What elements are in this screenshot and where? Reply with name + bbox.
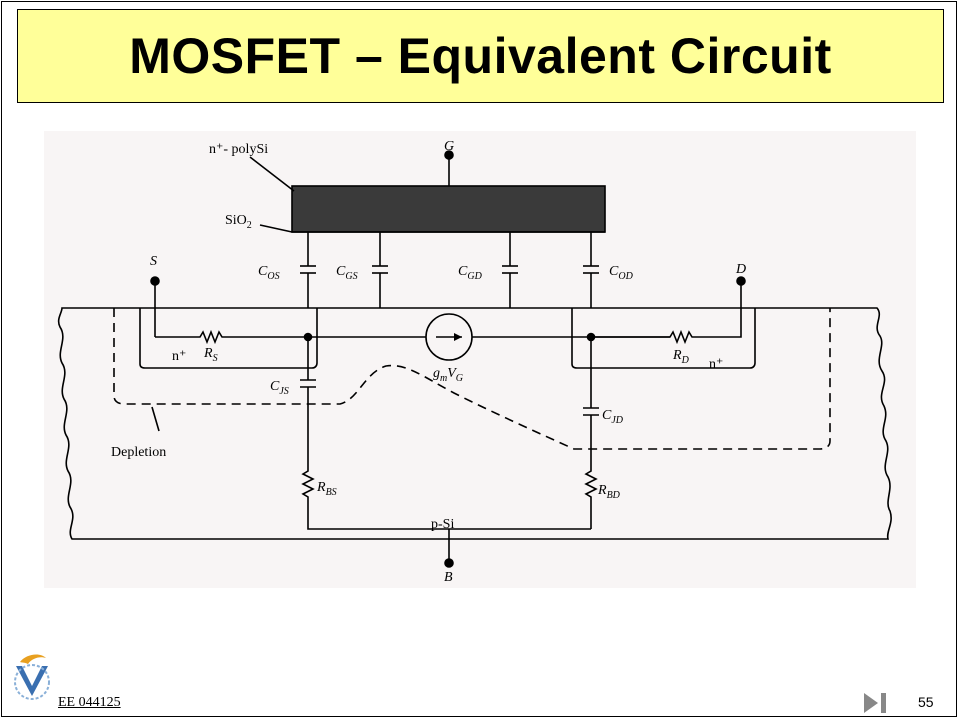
page-title: MOSFET – Equivalent Circuit (129, 28, 832, 84)
source-resistor-wire (155, 329, 308, 345)
course-code-link[interactable]: EE 044125 (58, 695, 121, 710)
mosfet-equivalent-circuit-figure: n⁺- polySi SiO2 G S D B p-Si n⁺ n⁺ Deple… (44, 131, 916, 588)
drain-region-label: n⁺ (709, 357, 723, 372)
next-slide-icon[interactable] (860, 690, 890, 716)
bulk-terminal (444, 558, 454, 568)
page-number: 55 (918, 694, 934, 710)
substrate-outline (57, 307, 892, 540)
r-bs-label: RBS (316, 480, 337, 498)
c-gd-label: CGD (458, 264, 483, 282)
drain-bulk-branch (583, 337, 599, 529)
depletion-boundary (113, 308, 831, 450)
title-box: MOSFET – Equivalent Circuit (17, 9, 944, 103)
c-od-label: COD (609, 264, 634, 282)
depletion-label: Depletion (111, 445, 166, 460)
drain-label: D (735, 262, 746, 277)
gate-capacitor-wires (300, 232, 599, 308)
substrate-label: p-Si (431, 517, 454, 532)
polysilicon-gate (291, 185, 606, 233)
bulk-label: B (444, 570, 453, 585)
gate-label: G (444, 139, 454, 154)
c-gs-label: CGS (336, 264, 358, 282)
gm-vg-label: gmVG (433, 366, 463, 384)
gate-terminal (444, 150, 454, 160)
drain-resistor-wire (591, 281, 742, 345)
c-jd-label: CJD (602, 408, 624, 426)
depletion-pointer (151, 406, 160, 432)
source-region-label: n⁺ (172, 349, 186, 364)
polysi-pointer (249, 156, 295, 192)
oxide-pointer (259, 224, 293, 233)
oxide-label: SiO2 (225, 213, 252, 231)
drain-n-plus-region (571, 308, 756, 369)
source-terminal (150, 276, 160, 286)
circuit-diagram: n⁺- polySi SiO2 G S D B p-Si n⁺ n⁺ Deple… (57, 139, 892, 585)
r-d-label: RD (672, 348, 690, 366)
gate-material-label: n⁺- polySi (209, 142, 268, 157)
c-os-label: COS (258, 264, 280, 282)
source-bulk-branch (300, 337, 591, 530)
r-bd-label: RBD (597, 483, 621, 501)
source-n-plus-region (139, 308, 318, 369)
drain-terminal (736, 276, 746, 286)
c-js-label: CJS (270, 379, 289, 397)
technion-logo-icon (14, 654, 50, 700)
r-s-label: RS (203, 346, 218, 364)
source-label: S (150, 254, 157, 269)
